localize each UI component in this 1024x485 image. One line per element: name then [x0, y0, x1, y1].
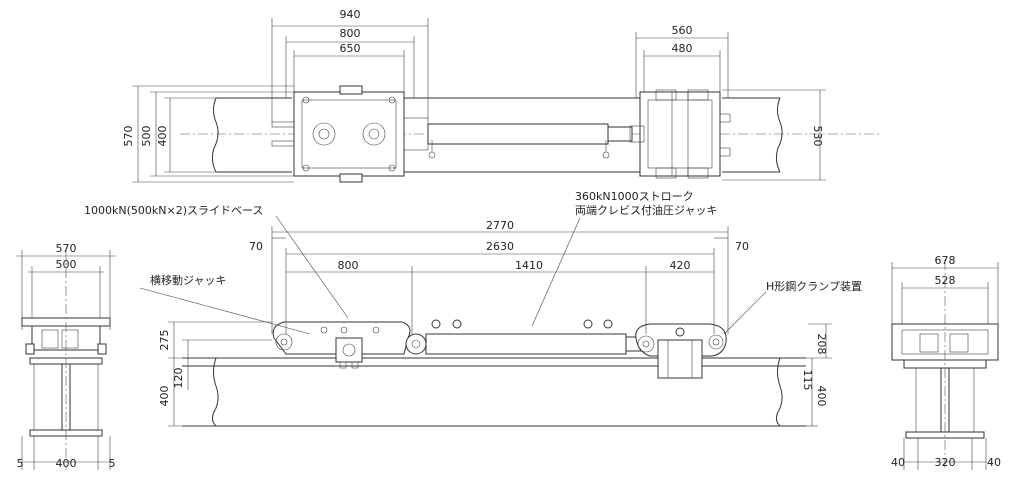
label-clamp: H形鋼クランプ装置: [766, 279, 862, 293]
dim-front-1410: 1410: [515, 259, 543, 272]
dim-end-40-left: 40: [891, 456, 905, 469]
slide-base-plan: [293, 91, 405, 177]
clamp-leader: [723, 291, 767, 335]
dim-top-480: 480: [672, 42, 693, 55]
end-view: 678 528 40 320 40: [891, 254, 1001, 470]
dim-front-420: 420: [670, 259, 691, 272]
dim-side-570: 570: [56, 242, 77, 255]
clamp-plan: [639, 91, 721, 177]
traverse-jack-elevation: [335, 337, 363, 363]
cylinder-elevation: [425, 333, 627, 355]
dim-side-5-left: 5: [17, 457, 24, 470]
dim-top-500: 500: [140, 126, 153, 147]
dim-top-800: 800: [340, 27, 361, 40]
traverse-jack-leader: [139, 287, 311, 335]
dim-front-70-right: 70: [735, 240, 749, 253]
plan-view: 940 800 650 560 480 570 500 400 530: [122, 8, 880, 183]
rail-break-right: [775, 97, 783, 173]
label-cylinder-line2: 両端クレビス付油圧ジャッキ: [575, 203, 717, 217]
dim-front-70-left: 70: [249, 240, 263, 253]
front-view: 70 2770 2630 70 800 1410 420 275 120 400…: [84, 190, 862, 427]
dim-end-320: 320: [935, 456, 956, 469]
side-view: 570 500 5 400 5: [16, 242, 116, 470]
dim-side-5-right: 5: [109, 457, 116, 470]
dim-front-400-right: 400: [815, 386, 828, 407]
dim-side-500: 500: [56, 258, 77, 271]
label-traverse-jack: 横移動ジャッキ: [150, 273, 226, 287]
dim-end-40-right: 40: [987, 456, 1001, 469]
dim-end-678: 678: [935, 254, 956, 267]
dim-front-275: 275: [158, 330, 171, 351]
label-cylinder-line1: 360kN1000ストローク: [575, 190, 694, 203]
dim-front-208: 208: [815, 334, 828, 355]
dim-front-400: 400: [158, 386, 171, 407]
dim-end-528: 528: [935, 274, 956, 287]
dim-top-650: 650: [340, 42, 361, 55]
dim-top-940: 940: [340, 8, 361, 21]
dim-front-800: 800: [338, 259, 359, 272]
dim-top-560: 560: [672, 24, 693, 37]
dim-front-2630: 2630: [486, 240, 514, 253]
dim-front-115: 115: [801, 370, 814, 391]
dim-side-400: 400: [56, 457, 77, 470]
slide-base-leader: [275, 215, 349, 319]
dim-front-120: 120: [172, 368, 185, 389]
rail-break-left-upper: [211, 97, 219, 173]
label-slide-base: 1000kN(500kN×2)スライドベース: [84, 204, 263, 217]
dim-top-530: 530: [811, 126, 824, 147]
dim-top-570: 570: [122, 126, 135, 147]
dim-front-2770: 2770: [486, 219, 514, 232]
cylinder-leader: [531, 217, 581, 327]
cylinder-plan: [427, 123, 609, 145]
dim-top-400: 400: [156, 126, 169, 147]
